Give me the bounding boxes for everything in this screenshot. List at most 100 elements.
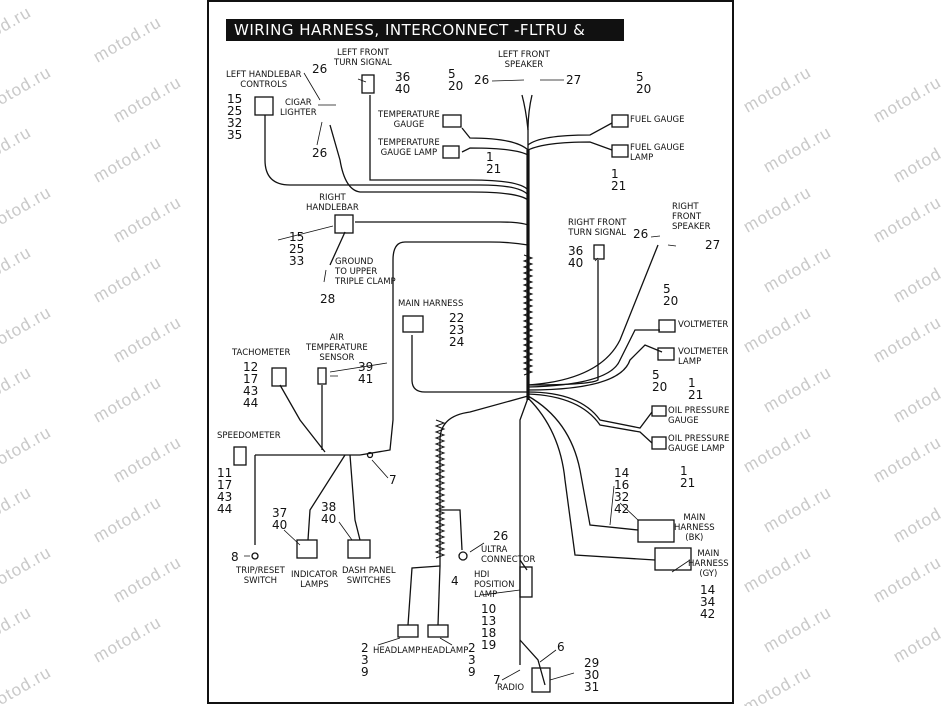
- tacho-connector: [271, 367, 287, 387]
- wire-tacho: [279, 384, 326, 453]
- label-radio: RADIO: [497, 683, 525, 693]
- label-right-front-speaker: RIGHT FRONT SPEAKER: [672, 202, 711, 232]
- wire-lower-right: [519, 397, 529, 665]
- wire-fuel-gauge: [527, 122, 613, 146]
- refs-headlamp-right: 2 3 9: [468, 641, 476, 679]
- refs-dash-panel-switches: 38 40: [321, 500, 337, 526]
- label-headlamp-left: HEADLAMP: [373, 646, 421, 656]
- diagram-title: WIRING HARNESS, INTERCONNECT -FLTRU & FL…: [226, 19, 624, 61]
- wire-lower-coil: [434, 419, 446, 559]
- voltmeter-connector: [658, 319, 676, 333]
- wire-voltmeter: [527, 329, 660, 388]
- label-dash-panel-switches: DASH PANEL SWITCHES: [342, 566, 396, 586]
- temp-gauge-connector: [442, 114, 462, 128]
- label-main-harness-bk: MAIN HARNESS (BK): [674, 513, 715, 543]
- headlamp-left-connector: [397, 624, 419, 638]
- refs-4: 4: [451, 574, 459, 588]
- refs-left-front-turn-signal: 36 40: [395, 70, 411, 96]
- junction-7: [366, 451, 374, 459]
- wire-cigar-lighter: [329, 124, 529, 201]
- label-tachometer: TACHOMETER: [232, 348, 291, 358]
- refs-left-handlebar-controls: 15 25 32 35: [227, 92, 243, 142]
- label-cigar-lighter: CIGAR LIGHTER: [280, 98, 317, 118]
- label-left-front-speaker: LEFT FRONT SPEAKER: [498, 50, 550, 70]
- wire-left-speaker: [527, 94, 533, 150]
- refs-voltmeter-lamp: 1 21: [688, 376, 704, 402]
- refs-speedometer: 11 17 43 44: [217, 466, 233, 516]
- speedo-connector: [233, 446, 247, 466]
- label-temperature-gauge-lamp: TEMPERATURE GAUGE LAMP: [378, 138, 440, 158]
- wire-ground: [329, 231, 346, 266]
- refs-right-handlebar: 15 25 33: [289, 230, 305, 268]
- refs-air-temperature-sensor: 39 41: [358, 360, 374, 386]
- wire-radio: [519, 639, 546, 686]
- temp-lamp-connector: [442, 145, 460, 159]
- refs-main-harness-gy: 14 34 42: [700, 583, 716, 621]
- wire-right-speaker: [527, 244, 659, 386]
- headlamp-right-connector: [427, 624, 449, 638]
- wire-voltmeter-lamp: [527, 344, 663, 391]
- wire-temp-gauge: [461, 127, 529, 151]
- right-turn-connector: [593, 244, 605, 260]
- wire-temp-lamp: [461, 147, 529, 156]
- wire-headlamp-right: [437, 565, 441, 626]
- fuel-gauge-connector: [611, 114, 629, 128]
- left-turn-connector: [361, 74, 375, 94]
- wire-fuel-lamp: [527, 141, 613, 151]
- wire-left-handlebar: [264, 115, 529, 196]
- dash-connector: [347, 539, 371, 559]
- voltmeter-lamp-connector: [657, 347, 675, 361]
- wire-hdi: [519, 559, 528, 571]
- refs-junction-7: 7: [389, 473, 397, 487]
- wire-headlamp-left: [407, 565, 441, 626]
- refs-oil-pressure-gauge: 5 20: [652, 368, 668, 394]
- wire-lower-left: [439, 395, 529, 566]
- wire-ultra: [440, 509, 463, 551]
- refs-right-front-turn-signal: 36 40: [568, 244, 584, 270]
- wire-main-bk: [527, 395, 639, 531]
- wire-main-gy: [527, 397, 656, 561]
- left-handlebar-connector: [254, 96, 274, 116]
- label-ultra-connector: ULTRA CONNECTOR: [481, 545, 536, 565]
- label-fuel-gauge: FUEL GAUGE: [630, 115, 685, 125]
- wire-main-harness-loop: [359, 241, 529, 456]
- label-voltmeter-lamp: VOLTMETER LAMP: [678, 347, 729, 367]
- label-left-handlebar-controls: LEFT HANDLEBAR CONTROLS: [226, 70, 302, 90]
- right-handlebar-connector: [334, 214, 354, 234]
- label-speedometer: SPEEDOMETER: [217, 431, 281, 441]
- label-indicator-lamps: INDICATOR LAMPS: [291, 570, 338, 590]
- refs-radio-top: 6: [557, 640, 565, 654]
- oil-gauge-connector: [651, 405, 667, 417]
- fuel-lamp-connector: [611, 144, 629, 158]
- refs-fuel-gauge: 5 20: [636, 70, 652, 96]
- label-hdi-position-lamp: HDI POSITION LAMP: [474, 570, 515, 600]
- refs-radio: 29 30 31: [584, 656, 600, 694]
- refs-temperature-gauge: 5 20: [448, 67, 464, 93]
- main-bk-connector: [637, 519, 675, 543]
- refs-oil-pressure-gauge-lamp: 1 21: [680, 464, 696, 490]
- label-main-harness: MAIN HARNESS: [398, 299, 464, 309]
- refs-tachometer: 12 17 43 44: [243, 360, 259, 410]
- air-temp-connector: [317, 367, 327, 385]
- refs-ultra-connector: 26: [493, 529, 509, 543]
- label-oil-pressure-gauge: OIL PRESSURE GAUGE: [668, 406, 730, 426]
- oil-lamp-connector: [651, 436, 667, 450]
- main-trunk-coil: [522, 254, 534, 376]
- refs-hdi-position-lamp: 10 13 18 19: [481, 602, 497, 652]
- label-temperature-gauge: TEMPERATURE GAUGE: [378, 110, 440, 130]
- refs-headlamp-left: 2 3 9: [361, 641, 369, 679]
- indicator-connector: [296, 539, 318, 559]
- refs-right-front-speaker-right: 27: [705, 238, 721, 252]
- refs-main-harness-bk: 14 16 32 42: [614, 466, 630, 516]
- label-trip-reset-switch: TRIP/RESET SWITCH: [236, 566, 285, 586]
- wire-left-handlebar-2: [369, 95, 529, 191]
- refs-radio-left: 7: [493, 673, 501, 687]
- label-right-front-turn-signal: RIGHT FRONT TURN SIGNAL: [568, 218, 627, 238]
- label-voltmeter: VOLTMETER: [678, 320, 729, 330]
- label-fuel-gauge-lamp: FUEL GAUGE LAMP: [630, 143, 685, 163]
- refs-left-front-speaker-right: 27: [566, 73, 582, 87]
- label-ground: GROUND TO UPPER TRIPLE CLAMP: [335, 257, 396, 287]
- wire-oil-lamp: [527, 393, 653, 444]
- refs-left-front-speaker-left: 26: [474, 73, 490, 87]
